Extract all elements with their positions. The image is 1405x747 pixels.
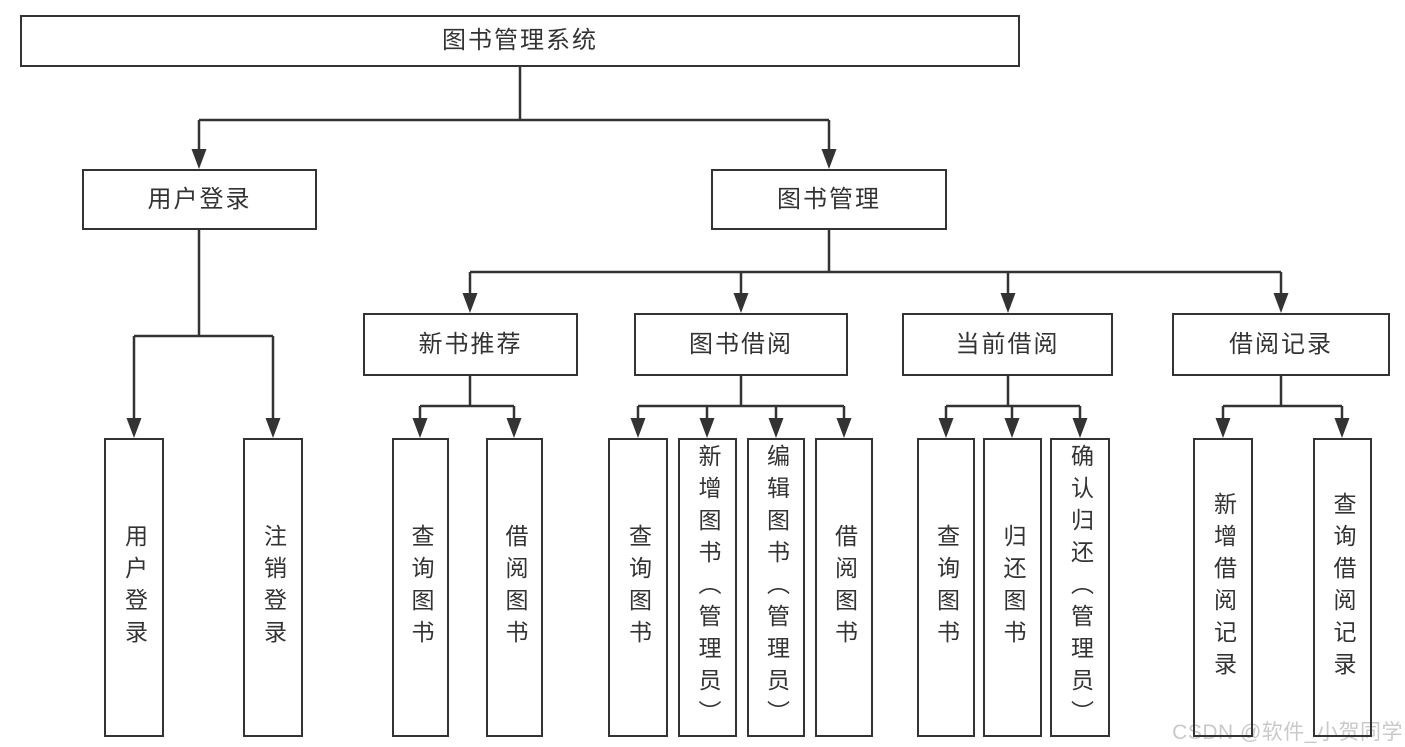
- arrowhead: [265, 418, 281, 438]
- node-leaf-borrow-books-borrow: 借阅图书: [815, 438, 873, 737]
- connector-borrow-to-leaves: [636, 376, 846, 421]
- arrowhead: [699, 418, 715, 438]
- node-root-label: 图书管理系统: [442, 27, 598, 54]
- node-leaf-confirm-return-admin: 确认归还（管理员）: [1050, 438, 1110, 737]
- leaf-label: 注销登录: [260, 523, 287, 652]
- leaf-label: 借阅图书: [502, 523, 528, 652]
- node-leaf-query-books-recommend: 查询图书: [392, 438, 449, 737]
- arrowhead: [412, 418, 428, 438]
- connector-record-to-leaves: [1221, 376, 1344, 421]
- node-leaf-query-books-current: 查询图书: [917, 438, 975, 737]
- leaf-label: 查询图书: [408, 523, 434, 652]
- node-user-login: 用户登录: [82, 169, 317, 230]
- node-borrow-record: 借阅记录: [1172, 313, 1390, 376]
- arrowhead: [1000, 293, 1016, 313]
- node-borrow-record-label: 借阅记录: [1229, 330, 1333, 358]
- leaf-label: 借阅图书: [831, 523, 858, 652]
- arrowhead: [938, 418, 954, 438]
- node-new-book-recommend: 新书推荐: [363, 313, 578, 376]
- node-leaf-borrow-books-recommend: 借阅图书: [486, 438, 543, 737]
- leaf-label: 新增借阅记录: [1210, 491, 1237, 684]
- connector-arrowheads: [126, 149, 1350, 438]
- arrowhead: [733, 293, 749, 313]
- arrowhead: [1072, 418, 1088, 438]
- arrowhead: [462, 293, 478, 313]
- node-current-borrow-label: 当前借阅: [955, 330, 1060, 358]
- node-leaf-query-books-borrow: 查询图书: [608, 438, 668, 737]
- node-leaf-logout: 注销登录: [243, 438, 303, 737]
- connector-current-to-leaves: [944, 376, 1082, 421]
- leaf-label: 编辑图书（管理员）: [763, 443, 790, 732]
- connector-userlogin-to-leaves: [132, 230, 275, 421]
- leaf-label: 归还图书: [1000, 523, 1026, 652]
- connector-recommend-to-leaves: [418, 376, 516, 421]
- node-book-management: 图书管理: [711, 169, 947, 230]
- arrowhead: [821, 149, 837, 169]
- arrowhead: [768, 418, 784, 438]
- connector-root-to-level2: [197, 67, 831, 151]
- leaf-label: 新增图书（管理员）: [695, 443, 721, 732]
- leaf-label: 查询借阅记录: [1330, 491, 1356, 684]
- node-root: 图书管理系统: [20, 15, 1020, 67]
- node-leaf-add-books-admin: 新增图书（管理员）: [678, 438, 737, 737]
- connector-shafts: [132, 67, 1344, 421]
- node-book-borrow-label: 图书借阅: [689, 330, 793, 358]
- watermark-text: CSDN @软件_小贺同学: [1172, 721, 1403, 744]
- leaf-label: 确认归还（管理员）: [1067, 443, 1094, 732]
- arrowhead: [1273, 293, 1289, 313]
- arrowhead: [630, 418, 646, 438]
- arrowhead: [191, 149, 207, 169]
- leaf-label: 查询图书: [933, 523, 960, 652]
- arrowhead: [836, 418, 852, 438]
- arrowhead: [1004, 418, 1020, 438]
- node-leaf-return-books: 归还图书: [983, 438, 1042, 737]
- leaf-label: 查询图书: [625, 523, 652, 652]
- node-current-borrow: 当前借阅: [902, 313, 1113, 376]
- node-new-book-recommend-label: 新书推荐: [418, 330, 523, 358]
- node-leaf-add-borrow-record: 新增借阅记录: [1193, 438, 1253, 737]
- node-leaf-query-borrow-record: 查询借阅记录: [1313, 438, 1372, 737]
- node-leaf-edit-books-admin: 编辑图书（管理员）: [747, 438, 805, 737]
- arrowhead: [506, 418, 522, 438]
- connector-bookmgmt-to-level3: [468, 230, 1283, 295]
- node-user-login-label: 用户登录: [147, 185, 252, 213]
- leaf-label: 用户登录: [121, 523, 148, 652]
- arrowhead: [126, 418, 142, 438]
- node-leaf-user-login: 用户登录: [104, 438, 164, 737]
- node-book-management-label: 图书管理: [777, 185, 881, 213]
- arrowhead: [1215, 418, 1231, 438]
- node-book-borrow: 图书借阅: [634, 313, 848, 376]
- arrowhead: [1334, 418, 1350, 438]
